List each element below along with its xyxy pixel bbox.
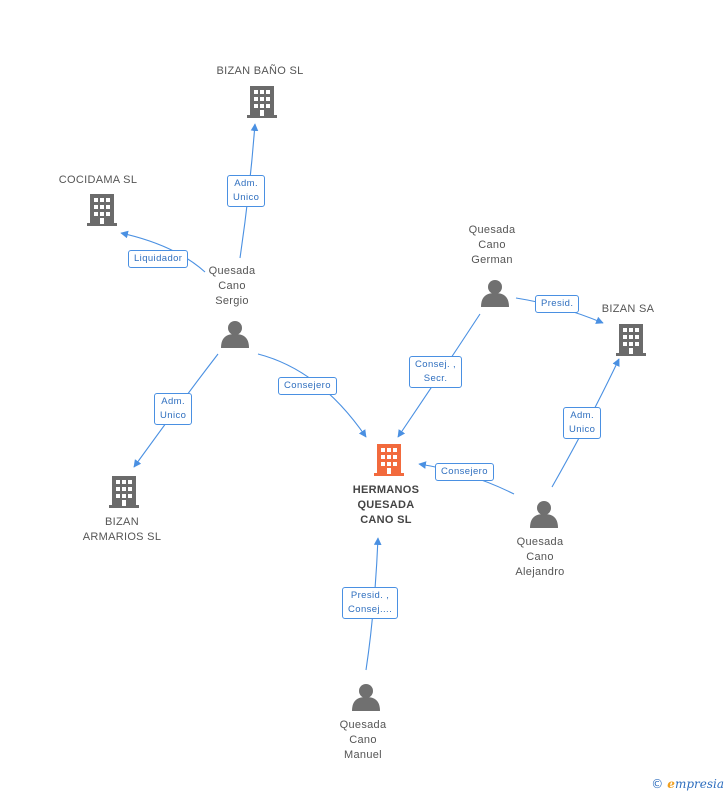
edge-label-consejero: Consejero	[435, 463, 494, 481]
edge-label-adm-unico: Adm. Unico	[154, 393, 193, 425]
person-icon[interactable]	[352, 684, 380, 711]
edge-label-consej-secr: Consej. , Secr.	[409, 356, 463, 388]
edge-label-consejero: Consejero	[278, 377, 337, 395]
edge-label-adm-unico: Adm. Unico	[227, 175, 266, 207]
node-label-sergio[interactable]: Quesada Cano Sergio	[208, 265, 256, 307]
building-icon[interactable]	[616, 324, 646, 356]
edge-label-presid-consej: Presid. , Consej....	[342, 587, 399, 619]
person-icon[interactable]	[530, 501, 558, 528]
building-icon[interactable]	[109, 476, 139, 508]
edge-label-adm-unico: Adm. Unico	[563, 407, 602, 439]
edge-sergio-cocidama	[120, 230, 206, 273]
building-icon[interactable]	[374, 444, 404, 476]
node-label-bizan-sa[interactable]: BIZAN SA	[601, 303, 655, 315]
brand-initial: e	[667, 777, 675, 791]
node-label-cocidama[interactable]: COCIDAMA SL	[58, 174, 138, 186]
brand-rest: mpresia	[674, 777, 724, 791]
node-label-german[interactable]: Quesada Cano German	[468, 224, 516, 266]
node-label-bizan-bano[interactable]: BIZAN BAÑO SL	[216, 65, 304, 77]
node-label-manuel[interactable]: Quesada Cano Manuel	[339, 719, 387, 761]
edge-label-presid: Presid.	[535, 295, 580, 313]
person-icon[interactable]	[221, 321, 249, 348]
empresia-logo[interactable]: ©empresia	[651, 777, 724, 791]
person-icon[interactable]	[481, 280, 509, 307]
node-label-hermanos-quesada-cano[interactable]: HERMANOS QUESADA CANO SL	[352, 484, 420, 526]
building-icon[interactable]	[87, 194, 117, 226]
copyright-icon: ©	[651, 777, 664, 791]
edge-sergio-hermanos	[257, 353, 367, 438]
node-label-bizan-armarios[interactable]: BIZAN ARMARIOS SL	[82, 516, 162, 543]
edge-label-liquidador: Liquidador	[128, 250, 189, 268]
node-label-alejandro[interactable]: Quesada Cano Alejandro	[515, 536, 565, 578]
building-icon[interactable]	[247, 86, 277, 118]
